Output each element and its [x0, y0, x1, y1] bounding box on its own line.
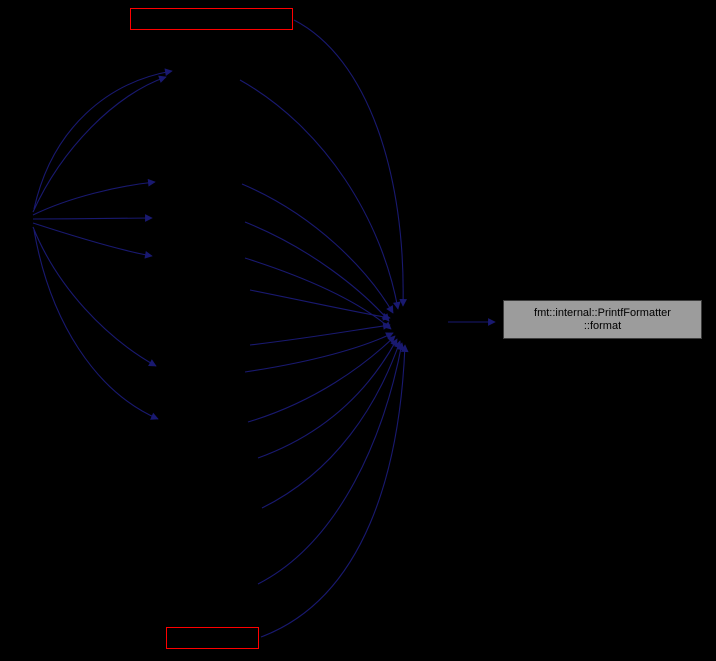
call-edge [32, 214, 153, 222]
graph-node-printf-formatter-format[interactable]: fmt::internal::PrintfFormatter ::format [503, 300, 702, 339]
target-node-label-line1: fmt::internal::PrintfFormatter [534, 306, 671, 319]
call-edge [33, 68, 173, 210]
call-edge [257, 338, 398, 459]
call-edge [32, 178, 156, 216]
call-edge [33, 229, 159, 420]
call-edge [241, 183, 394, 314]
call-edge [239, 79, 401, 310]
call-edge [249, 289, 391, 321]
target-node-label-line2: ::format [583, 319, 622, 332]
call-edge [249, 322, 391, 346]
call-edge [247, 335, 396, 423]
call-edge [293, 19, 408, 307]
graph-node-truncated-top[interactable] [130, 8, 293, 30]
call-edge [244, 257, 392, 330]
call-edge [244, 221, 390, 322]
call-edge [260, 344, 409, 638]
call-edge [32, 226, 157, 367]
call-edge [32, 75, 167, 213]
graph-node-truncated-bottom[interactable] [166, 627, 259, 649]
call-edge [257, 342, 405, 585]
call-edge [244, 332, 394, 373]
call-edge [32, 222, 153, 259]
call-edge [261, 340, 402, 509]
